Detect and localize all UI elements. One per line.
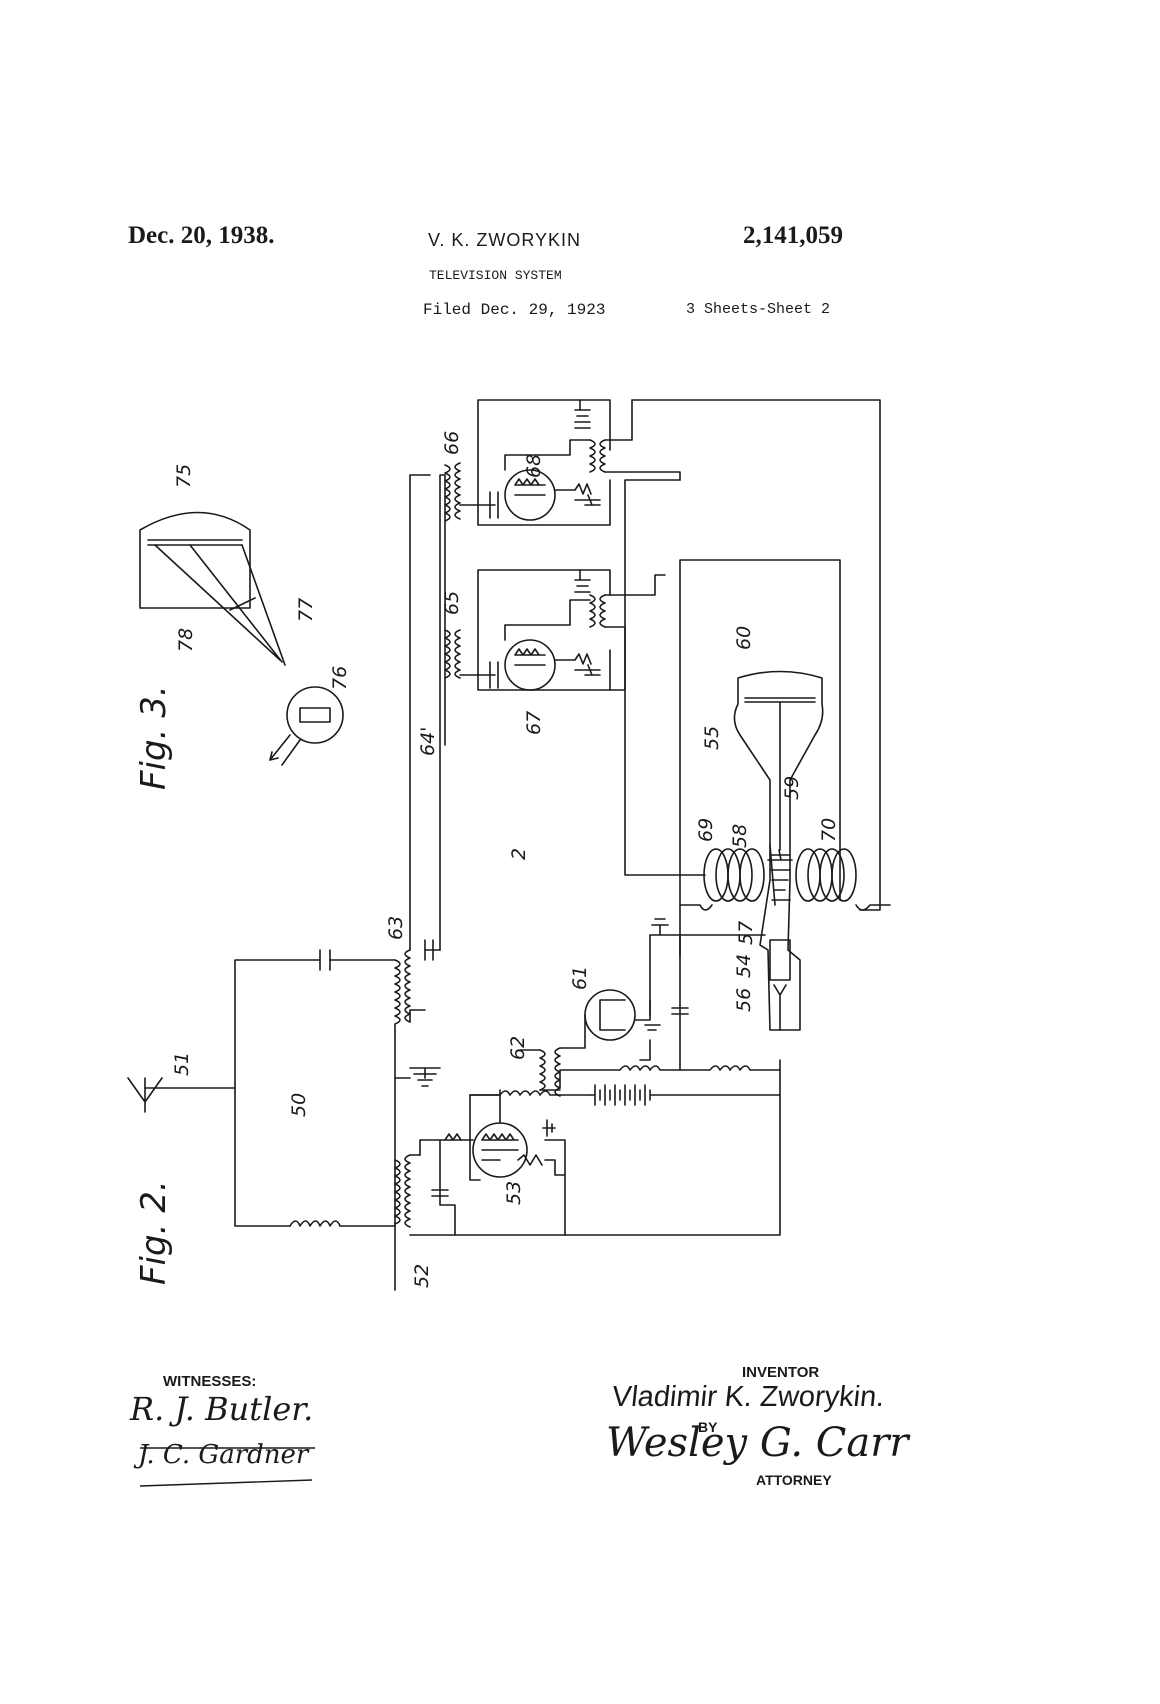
fig3-screen-75 (139, 511, 251, 609)
ref-66: 66 (441, 431, 463, 455)
ref-59: 59 (781, 776, 803, 800)
deflection-coil-69 (703, 848, 765, 902)
tube-67 (504, 639, 556, 691)
ref-52: 52 (411, 1264, 433, 1288)
fig3-beam-77 (154, 544, 286, 666)
transformer-63 (394, 949, 411, 1033)
tube-53 (472, 1122, 543, 1178)
ref-54: 54 (733, 954, 755, 978)
input-capacitor (319, 949, 331, 971)
ref-63: 63 (385, 916, 407, 940)
output-transformer-68 (589, 399, 681, 481)
witnesses-label: WITNESSES: (163, 1373, 257, 1390)
inventor-label: INVENTOR (742, 1364, 820, 1381)
attorney-label: ATTORNEY (756, 1472, 832, 1488)
by-label: BY (698, 1419, 718, 1435)
ref-77: 77 (295, 598, 317, 622)
ref-2: 2 (508, 848, 530, 860)
ref-61: 61 (569, 966, 591, 990)
output-transformer-67 (589, 574, 666, 691)
patent-title: TELEVISION SYSTEM (429, 268, 562, 283)
deflection-coil-70 (795, 848, 857, 902)
sheet-number: 3 Sheets-Sheet 2 (686, 301, 831, 318)
ref-64: 64' (417, 727, 439, 756)
input-inductor (289, 1220, 341, 1227)
photocell-61 (584, 989, 636, 1041)
ref-62: 62 (507, 1036, 529, 1060)
ref-56: 56 (733, 988, 755, 1012)
filed-date: Filed Dec. 29, 1923 (423, 301, 606, 319)
fig3-cell-76 (269, 686, 344, 766)
ref-76: 76 (329, 666, 351, 690)
ref-65: 65 (441, 591, 463, 615)
ref-51: 51 (171, 1052, 193, 1076)
fig2-label: Fig. 2. (134, 1180, 174, 1285)
transformer-65 (444, 629, 461, 679)
ref-58: 58 (729, 824, 751, 848)
ref-60: 60 (733, 626, 755, 650)
grid-bias-battery (589, 1059, 781, 1106)
fig3-label: Fig. 3. (134, 685, 174, 790)
tube-68 (504, 469, 556, 521)
transformer-52 (394, 1154, 566, 1236)
witness-signature-1: R. J. Butler. (130, 1390, 314, 1428)
cathode-ray-tube-55 (733, 670, 824, 1031)
ref-57: 57 (735, 921, 757, 945)
ref-70: 70 (818, 818, 840, 842)
coupling-capacitor (424, 939, 434, 961)
ref-68: 68 (523, 454, 545, 478)
transformer-66 (444, 462, 461, 522)
patent-number: 2,141,059 (743, 222, 843, 249)
inventor-header: V. K. ZWORYKIN (428, 230, 582, 250)
ref-50: 50 (288, 1093, 310, 1117)
ref-69: 69 (695, 818, 717, 842)
witness-signature-2: J. C. Gardner (138, 1440, 309, 1470)
ref-55: 55 (701, 726, 723, 750)
antenna-symbol (127, 1077, 163, 1113)
ref-78: 78 (175, 628, 197, 652)
fig3-ray-78 (229, 597, 256, 611)
ref-67: 67 (523, 711, 545, 735)
patent-date: Dec. 20, 1938. (128, 222, 275, 249)
ref-53: 53 (503, 1181, 525, 1205)
ref-75: 75 (173, 464, 195, 488)
inventor-name: Vladimir K. Zworykin. (610, 1381, 887, 1413)
input-circuit-frame (234, 959, 396, 1227)
attorney-signature: Wesley G. Carr (606, 1420, 909, 1466)
